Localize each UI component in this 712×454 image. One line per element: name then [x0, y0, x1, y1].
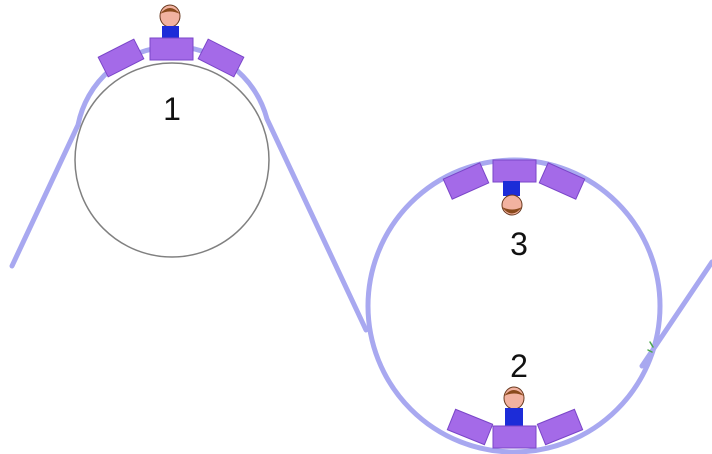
rider-1	[159, 4, 181, 40]
green-mark	[647, 341, 654, 353]
hill-circle	[74, 62, 270, 258]
rider-3	[501, 181, 523, 216]
coaster-car-2	[446, 386, 584, 449]
rider-3-body	[503, 181, 520, 196]
rider-1-hair	[160, 8, 180, 14]
rider-1-body	[162, 26, 179, 40]
car-1-right	[197, 38, 245, 78]
coaster-car-1	[97, 4, 245, 78]
point-3-label: 3	[510, 226, 528, 262]
car-2-right	[536, 408, 584, 446]
car-1-left	[97, 38, 145, 78]
car-3-left	[442, 162, 490, 200]
car-3-center	[492, 159, 537, 183]
car-2-center	[492, 425, 537, 449]
point-1-label: 1	[163, 91, 181, 127]
rider-2-body	[505, 408, 523, 426]
car-1-center	[149, 37, 194, 61]
car-3-right	[538, 162, 586, 200]
rider-2-hair	[504, 390, 524, 396]
rider-3-hair	[502, 207, 522, 214]
exit-track	[639, 259, 712, 369]
point-2-label: 2	[510, 348, 528, 384]
coaster-track	[9, 44, 369, 333]
car-2-left	[446, 408, 494, 446]
rider-2	[503, 386, 525, 426]
coaster-car-3	[442, 159, 586, 216]
